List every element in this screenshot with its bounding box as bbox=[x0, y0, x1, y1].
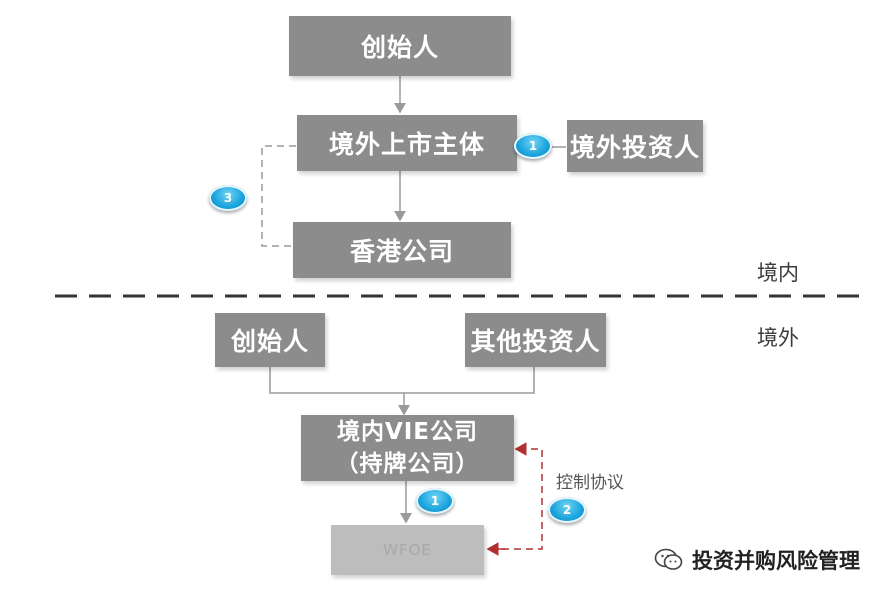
vie-company-subtitle: （持牌公司） bbox=[335, 451, 480, 477]
vie-company-box: 境内VIE公司 （持牌公司） bbox=[301, 415, 514, 481]
zone-label-upper: 境内 bbox=[757, 261, 799, 285]
control-agreement-label: 控制协议 bbox=[556, 473, 624, 493]
offshore-listed-entity-box: 境外上市主体 bbox=[297, 115, 517, 171]
badge-3-left: 3 bbox=[209, 185, 247, 211]
line-founder-join bbox=[269, 367, 535, 394]
badge-1-bottom: 1 bbox=[416, 488, 454, 514]
badge-1-top: 1 bbox=[514, 133, 552, 159]
wfoe-box: WFOE bbox=[331, 525, 484, 575]
zone-label-lower: 境外 bbox=[757, 326, 799, 350]
watermark-text: 投资并购风险管理 bbox=[692, 549, 860, 573]
founder-box-bottom: 创始人 bbox=[215, 313, 325, 367]
vie-company-name: 境内VIE公司 bbox=[336, 419, 479, 445]
other-investors-box: 其他投资人 bbox=[465, 313, 606, 367]
foreign-investor-box: 境外投资人 bbox=[567, 120, 703, 172]
hk-company-box: 香港公司 bbox=[293, 222, 511, 278]
control-agreement-arrow bbox=[490, 442, 543, 550]
founder-box-top: 创始人 bbox=[289, 16, 511, 76]
watermark: 投资并购风险管理 bbox=[654, 545, 860, 575]
wechat-icon bbox=[654, 548, 683, 570]
badge-2-right: 2 bbox=[548, 497, 586, 523]
dashed-bracket-listed-hk bbox=[261, 145, 296, 247]
